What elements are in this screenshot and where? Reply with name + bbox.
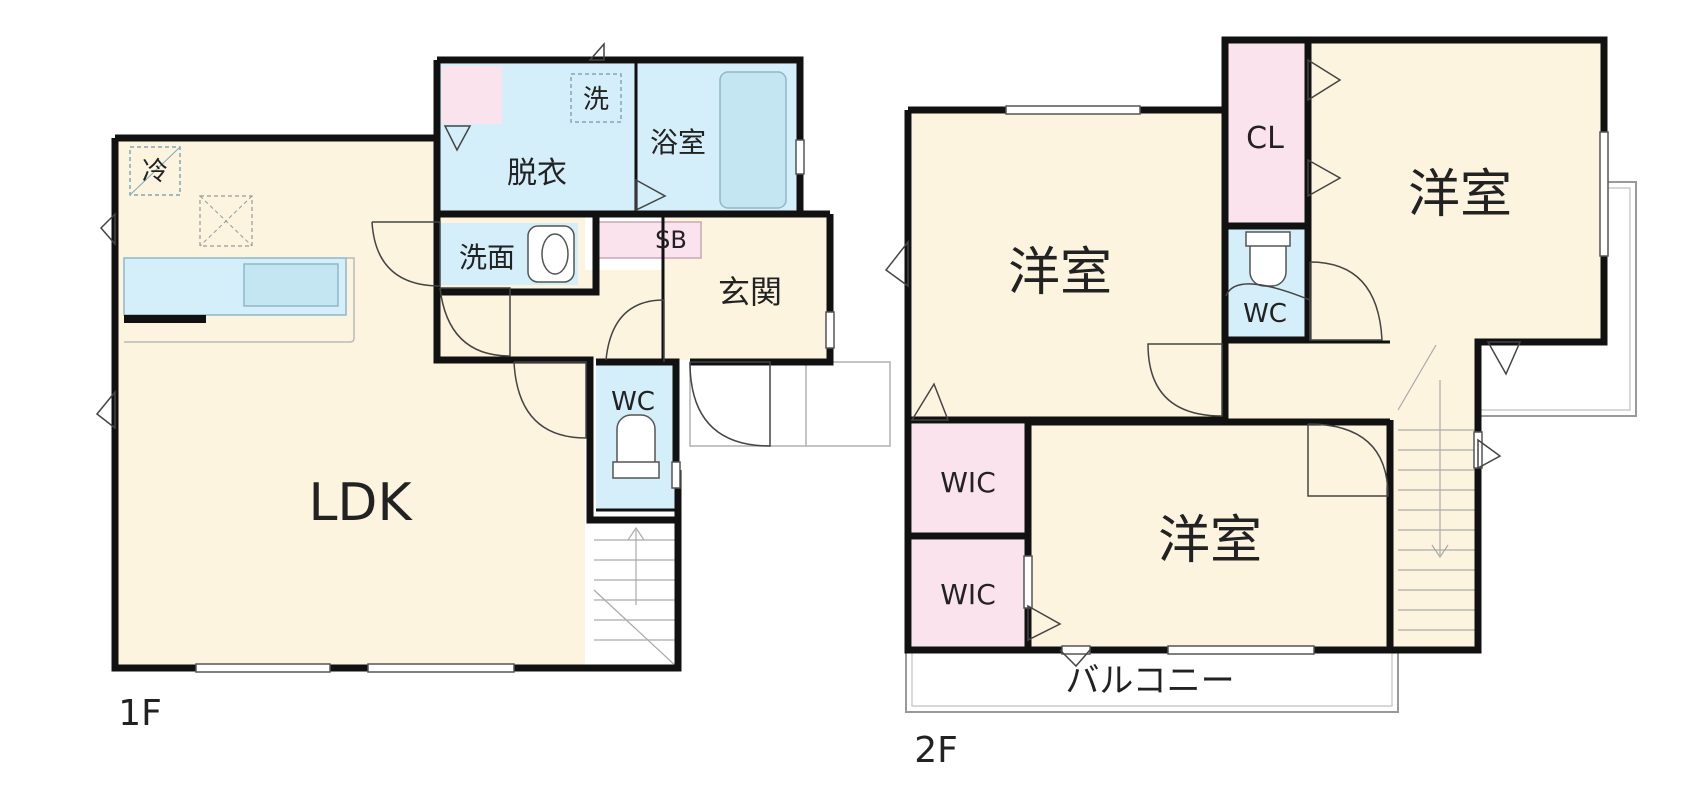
dressing-label: 脱衣 [507, 156, 567, 191]
floor-1f: LDK 冷 洗 脱衣 浴室 洗面 SB 玄関 WC 1F [95, 42, 891, 734]
washbasin [527, 225, 575, 283]
storage-pink-1f [442, 66, 502, 124]
floor-2f-label: 2F [914, 730, 958, 771]
kitchen-sink [243, 263, 339, 307]
range-hood [199, 195, 253, 247]
wic-top-room [912, 424, 1026, 536]
floor-1f-label: 1F [118, 693, 162, 734]
washing-machine-label: 洗 [583, 85, 609, 115]
refrigerator-label: 冷 [142, 157, 168, 187]
washroom-label: 洗面 [459, 241, 515, 274]
western-room-right-label: 洋室 [1408, 165, 1512, 225]
western-room-left [912, 113, 1222, 419]
ldk-label: LDK [308, 473, 413, 533]
closet-room [1225, 42, 1305, 224]
balcony-label: バルコニー [1065, 661, 1234, 701]
entrance-label: 玄関 [718, 273, 782, 311]
toilet-2f-label: WC [1243, 299, 1287, 329]
floor-2f: 洋室 洋室 洋室 CL WC WIC WIC バルコニー 2F [884, 36, 1637, 771]
western-room-bottom-label: 洋室 [1158, 511, 1262, 571]
western-room-right [1310, 42, 1604, 342]
western-room-bottom [1030, 424, 1390, 649]
closet-label: CL [1246, 121, 1284, 156]
shoe-box [596, 221, 702, 259]
wic-bottom-label: WIC [940, 578, 996, 611]
refrigerator-box [129, 146, 181, 196]
wic-top-label: WIC [940, 466, 996, 499]
toilet-1f-label: WC [611, 387, 655, 417]
bath-label: 浴室 [650, 126, 706, 159]
bathtub [719, 71, 787, 209]
western-room-left-label: 洋室 [1008, 243, 1112, 303]
shoe-box-label: SB [655, 226, 687, 254]
balcony [905, 650, 1399, 713]
washing-machine-box [570, 73, 622, 123]
stair-2f [1390, 342, 1478, 648]
wic-bottom-room [912, 540, 1026, 648]
